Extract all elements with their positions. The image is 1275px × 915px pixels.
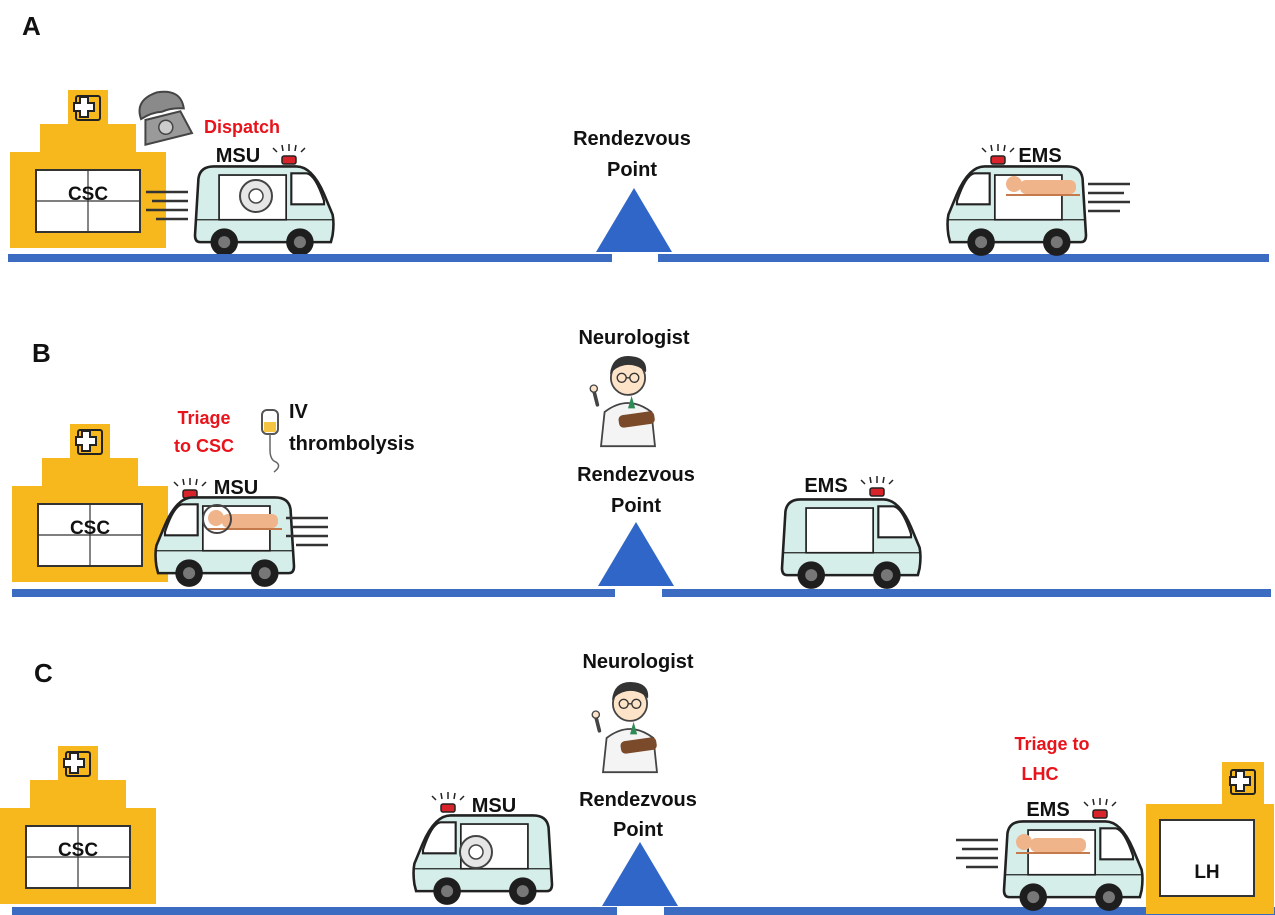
msu-label: MSU [216, 145, 260, 167]
ambulance-icon [780, 498, 922, 591]
neurologist-label: Neurologist [582, 651, 693, 673]
msu-label: MSU [214, 477, 258, 499]
siren-icon [431, 791, 465, 813]
neurologist-icon [590, 680, 660, 775]
hospital-icon [11, 423, 169, 583]
siren-icon [173, 477, 207, 499]
rendezvous-label-line2: Point [613, 819, 663, 841]
panel-c-letter: C [34, 658, 53, 688]
dispatch-label: Dispatch [204, 117, 280, 137]
ems-label: EMS [804, 475, 847, 497]
iv-bag-icon [261, 409, 280, 473]
ems-label: EMS [1018, 145, 1061, 167]
rendezvous-label-line2: Point [607, 159, 657, 181]
msu-label: MSU [472, 795, 516, 817]
rendezvous-point-triangle [602, 842, 678, 906]
panel-a: A CSC Dispatch MSU Rendezvous Point EMS [8, 11, 1269, 262]
neurologist-label: Neurologist [578, 327, 689, 349]
siren-icon [272, 143, 306, 165]
road [12, 589, 1271, 597]
rendezvous-label-line2: Point [611, 495, 661, 517]
triage-label-line2: to CSC [174, 436, 234, 456]
speed-lines-icon [954, 838, 1000, 869]
telephone-icon [132, 85, 193, 146]
speed-lines-icon [1086, 182, 1132, 213]
panel-c: C CSC MSU Neurologist Rendezvous Point T… [0, 651, 1275, 915]
ems-label: EMS [1026, 799, 1069, 821]
ambulance-icon [193, 165, 335, 258]
panel-b-letter: B [32, 338, 51, 368]
siren-icon [860, 475, 894, 497]
rendezvous-label-line1: Rendezvous [577, 464, 695, 486]
rendezvous-point-triangle [596, 188, 672, 252]
siren-icon [1083, 797, 1117, 819]
rendezvous-point-triangle [598, 522, 674, 586]
triage-label-line1: Triage [177, 408, 230, 428]
neurologist-icon [588, 354, 658, 449]
panel-a-letter: A [22, 11, 41, 41]
triage-label-line2: LHC [1022, 764, 1059, 784]
csc-label: CSC [70, 518, 110, 539]
iv-label-line1: IV [289, 401, 309, 423]
panel-b: B CSC Triage to CSC IV thrombolysis MSU … [11, 327, 1271, 597]
ambulance-icon [154, 496, 296, 589]
rendezvous-label-line1: Rendezvous [579, 789, 697, 811]
road [8, 254, 1269, 262]
brain-scanner-icon [202, 504, 232, 534]
brain-scanner-icon [459, 835, 493, 869]
hospital-icon [1146, 762, 1274, 914]
road [12, 907, 1275, 915]
iv-label-line2: thrombolysis [289, 433, 415, 455]
siren-icon [981, 143, 1015, 165]
rendezvous-label-line1: Rendezvous [573, 128, 691, 150]
csc-label: CSC [68, 184, 108, 205]
csc-label: CSC [58, 840, 98, 861]
hospital-icon [0, 745, 157, 905]
brain-scanner-icon [239, 179, 273, 213]
triage-label-line1: Triage to [1014, 734, 1089, 754]
lh-label: LH [1194, 862, 1219, 883]
